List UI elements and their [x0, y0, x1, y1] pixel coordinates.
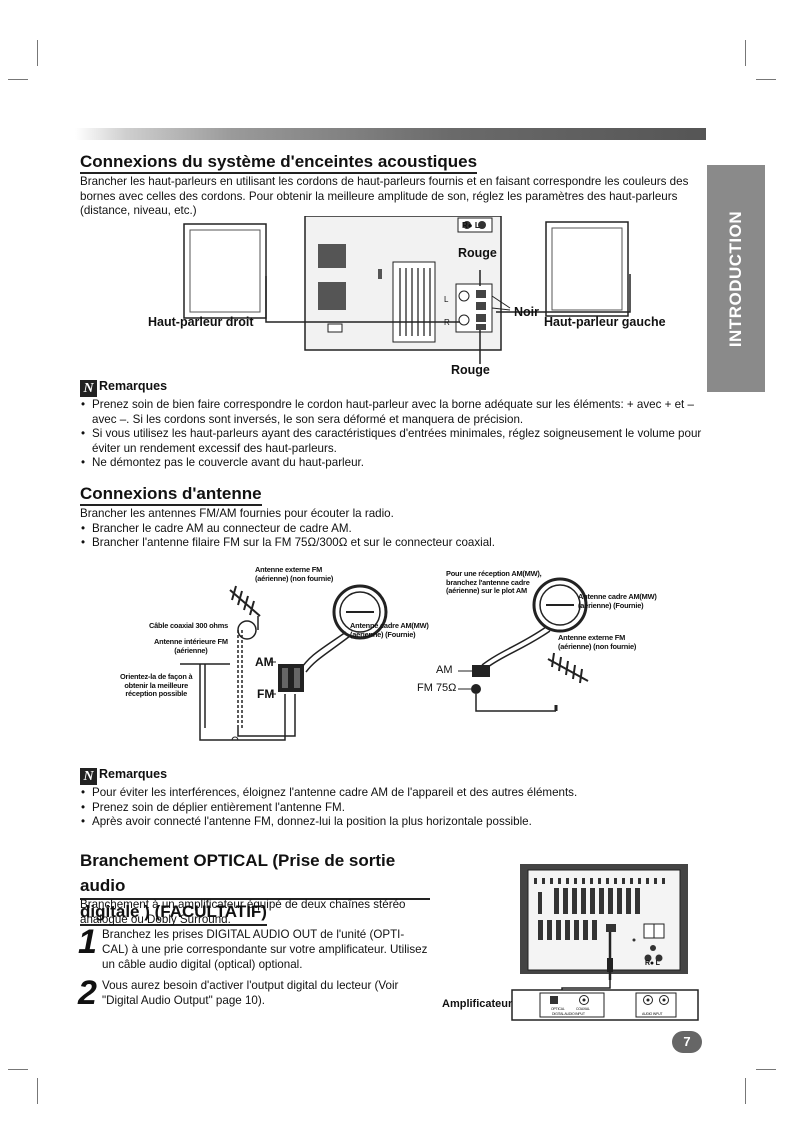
rl-label: R● L: [462, 221, 480, 230]
note-item: Prenez soin de déplier entièrement l'ant…: [80, 801, 706, 816]
crop-mark: [745, 1078, 746, 1104]
speaker-diagram: [183, 216, 631, 364]
coax-label: Câble coaxial 300 ohms: [149, 621, 228, 630]
digital-input-label: DIGITAL AUDIO INPUT: [552, 1012, 585, 1016]
amp-label: Amplificateur: [442, 998, 513, 1010]
opt-rl-label: R● L: [645, 960, 660, 967]
note-item: Si vous utilisez les haut-parleurs ayant…: [80, 427, 706, 456]
page-number: 7: [672, 1031, 702, 1053]
antenna-heading: Connexions d'antenne: [80, 484, 262, 506]
section-tab: INTRODUCTION: [707, 165, 765, 392]
optical-port-label: OPTICAL: [551, 1007, 565, 1011]
left-speaker-label: Haut-parleur droit: [148, 315, 254, 329]
am-loop-right-label: Antenne cadre AM(MW) (aérienne) (Fournie…: [578, 592, 657, 610]
r-mark: R: [444, 318, 450, 327]
fm-external-label: Antenne externe FM (aérienne) (non fourn…: [255, 565, 334, 583]
speakers-heading: Connexions du système d'enceintes acoust…: [80, 152, 478, 174]
header-bar: [75, 128, 706, 140]
crop-mark: [8, 79, 28, 80]
antenna-diagram-left: [180, 584, 388, 741]
antenna-bullet: Brancher l'antenne filaire FM sur la FM …: [80, 536, 700, 551]
note-item: Pour éviter les interférences, éloignez …: [80, 786, 706, 801]
notes-title: Remarques: [99, 767, 168, 781]
antenna-diagram-right: [458, 577, 589, 712]
note-item: Ne démontez pas le couvercle avant du ha…: [80, 456, 706, 471]
step2-number: 2: [78, 974, 97, 1012]
optical-section: Branchement OPTICAL (Prise de sortie aud…: [80, 848, 430, 926]
crop-mark: [756, 79, 776, 80]
optical-diagram: [511, 864, 699, 1021]
speakers-section: Connexions du système d'enceintes acoust…: [80, 152, 700, 219]
fm-label-left: FM: [257, 687, 275, 701]
antenna-section: Connexions d'antenne Brancher les antenn…: [80, 484, 700, 551]
note-icon: N: [80, 380, 97, 397]
crop-mark: [37, 40, 38, 66]
step2-text: Vous aurez besoin d'activer l'output dig…: [102, 979, 399, 1007]
noir-label: Noir: [514, 305, 539, 319]
am-label-left: AM: [255, 655, 274, 669]
crop-mark: [745, 40, 746, 66]
crop-mark: [8, 1069, 28, 1070]
crop-mark: [756, 1069, 776, 1070]
l-mark: L: [444, 295, 449, 304]
note-item: Prenez soin de bien faire correspondre l…: [80, 398, 706, 427]
am-loop-label: Antenne cadre AM(MW) (aérienne) (Fournie…: [350, 621, 429, 639]
antenna-intro: Brancher les antennes FM/AM fournies pou…: [80, 507, 394, 520]
step1-text: Branchez les prises DIGITAL AUDIO OUT de…: [102, 928, 428, 971]
note-item: Après avoir connecté l'antenne FM, donne…: [80, 815, 706, 830]
optical-heading-line1: Branchement OPTICAL (Prise de sortie aud…: [80, 848, 430, 900]
am-label-right: AM: [436, 664, 453, 676]
section-tab-label: INTRODUCTION: [726, 210, 745, 347]
fm75-label: FM 75Ω: [417, 682, 457, 694]
step1-number: 1: [78, 923, 97, 961]
rouge-bottom-label: Rouge: [451, 363, 490, 377]
antenna-bullet: Brancher le cadre AM au connecteur de ca…: [80, 522, 700, 537]
right-speaker-label: Haut-parleur gauche: [544, 315, 666, 329]
am-reception-label: Pour une réception AM(MW), branchez l'an…: [446, 569, 542, 596]
orient-label: Orientez-la de façon à obtenir la meille…: [120, 672, 193, 699]
optical-intro: Branchement à un amplificateur équipé de…: [80, 898, 406, 926]
fm-internal-label: Antenne intérieure FM (aérienne): [154, 637, 228, 655]
notes-title: Remarques: [99, 379, 168, 393]
audio-input-label: AUDIO INPUT: [642, 1012, 663, 1016]
optical-heading-line2: digitale ) (FACULTATIF): [80, 900, 267, 926]
crop-mark: [37, 1078, 38, 1104]
rouge-top-label: Rouge: [458, 246, 497, 260]
speakers-intro: Brancher les haut-parleurs en utilisant …: [80, 175, 689, 218]
note-icon: N: [80, 768, 97, 785]
fm-external-right-label: Antenne externe FM (aérienne) (non fourn…: [558, 633, 637, 651]
coaxial-port-label: COAXIAL: [576, 1007, 590, 1011]
